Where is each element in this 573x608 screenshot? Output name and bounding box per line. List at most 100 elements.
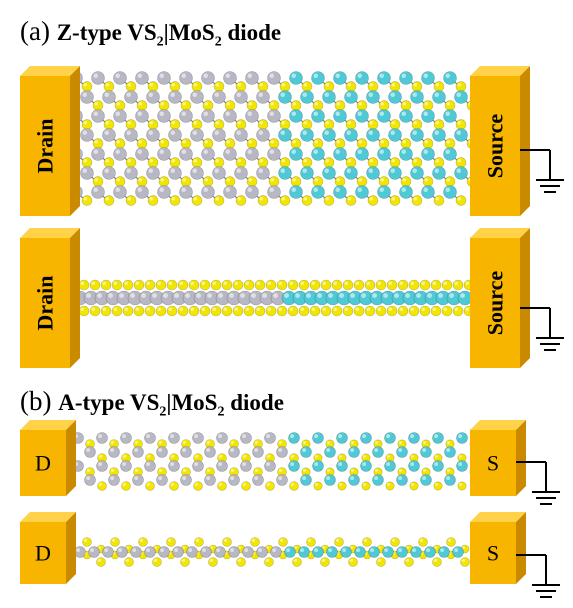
panel-b-name: A-type VS2|MoS2 diode — [58, 390, 284, 420]
metal-atom — [333, 147, 347, 161]
sulfur-atom — [331, 305, 343, 317]
metal-atom — [168, 460, 180, 472]
metal-atom — [84, 446, 96, 458]
metal-atom — [74, 546, 86, 558]
metal-atom — [312, 460, 324, 472]
sulfur-atom — [177, 305, 189, 317]
sulfur-atom — [125, 195, 137, 206]
metal-atom — [223, 147, 237, 161]
metal-atom — [300, 128, 314, 142]
sulfur-atom — [208, 557, 218, 567]
metal-atom — [157, 109, 171, 123]
sulfur-atom — [444, 138, 456, 149]
metal-atom — [354, 546, 366, 558]
metal-atom — [91, 147, 105, 161]
metal-atom — [410, 166, 424, 180]
sulfur-atom — [301, 81, 313, 92]
metal-atom — [113, 185, 127, 199]
sulfur-atom — [191, 119, 203, 130]
metal-atom — [240, 432, 252, 444]
sulfur-atom — [276, 279, 288, 291]
metal-atom — [326, 546, 338, 558]
sulfur-atom — [235, 119, 247, 130]
metal-atom — [438, 546, 450, 558]
sulfur-atom — [169, 81, 181, 92]
sulfur-atom — [323, 157, 335, 168]
sulfur-atom — [92, 100, 104, 111]
metal-atom — [146, 166, 160, 180]
metal-atom — [408, 432, 420, 444]
sulfur-atom — [125, 157, 137, 168]
metal-atom — [108, 446, 120, 458]
metal-atom — [190, 90, 204, 104]
ground-symbol-a-top — [520, 149, 564, 193]
sulfur-atom — [257, 157, 269, 168]
sulfur-atom — [452, 279, 464, 291]
metal-atom — [223, 109, 237, 123]
ground-symbol-a-bottom — [520, 307, 564, 351]
sulfur-atom — [411, 195, 423, 206]
metal-atom — [102, 166, 116, 180]
metal-atom — [432, 166, 446, 180]
sulfur-atom — [433, 119, 445, 130]
metal-atom — [144, 432, 156, 444]
metal-atom — [120, 432, 132, 444]
sulfur-atom — [397, 279, 409, 291]
sulfur-atom — [133, 279, 145, 291]
metal-atom — [132, 446, 144, 458]
sulfur-atom — [389, 195, 401, 206]
drain-electrode-a-top-label: Drain — [33, 119, 58, 174]
metal-atom — [377, 109, 391, 123]
metal-atom — [377, 71, 391, 85]
metal-atom — [192, 432, 204, 444]
metal-atom — [120, 460, 132, 472]
metal-atom — [130, 546, 142, 558]
sulfur-atom — [320, 305, 332, 317]
sulfur-atom — [320, 557, 330, 567]
metal-atom — [396, 546, 408, 558]
drain-electrode-b-top-label: D — [35, 451, 51, 476]
metal-atom — [212, 128, 226, 142]
sulfur-atom — [121, 481, 131, 491]
sulfur-atom — [254, 305, 266, 317]
metal-atom — [234, 90, 248, 104]
metal-atom — [456, 432, 468, 444]
metal-atom — [399, 109, 413, 123]
metal-atom — [223, 71, 237, 85]
metal-atom — [168, 166, 182, 180]
metal-atom — [443, 147, 457, 161]
sulfur-atom — [292, 557, 302, 567]
sulfur-atom — [342, 305, 354, 317]
sulfur-atom — [180, 100, 192, 111]
metal-atom — [311, 185, 325, 199]
metal-atom — [113, 109, 127, 123]
metal-atom — [336, 460, 348, 472]
metal-atom — [399, 71, 413, 85]
sulfur-atom — [287, 279, 299, 291]
metal-atom — [96, 460, 108, 472]
sulfur-atom — [408, 305, 420, 317]
sulfur-atom — [78, 279, 90, 291]
sulfur-atom — [136, 100, 148, 111]
sulfur-atom — [279, 157, 291, 168]
metal-atom — [322, 90, 336, 104]
sulfur-atom — [367, 119, 379, 130]
sulfur-atom — [455, 119, 467, 130]
sulfur-atom — [147, 119, 159, 130]
sulfur-atom — [367, 81, 379, 92]
source-electrode-a-bottom-label: Source — [483, 271, 508, 336]
sulfur-atom — [78, 305, 90, 317]
metal-atom — [300, 474, 312, 486]
source-electrode-a-top-label: Source — [483, 114, 508, 179]
sulfur-atom — [345, 157, 357, 168]
sulfur-atom — [114, 176, 126, 187]
metal-atom — [420, 446, 432, 458]
metal-atom — [410, 90, 424, 104]
sulfur-atom — [100, 279, 112, 291]
sulfur-atom — [411, 119, 423, 130]
metal-atom — [146, 128, 160, 142]
sulfur-atom — [133, 305, 145, 317]
sulfur-atom — [446, 537, 456, 547]
sulfur-atom — [243, 305, 255, 317]
